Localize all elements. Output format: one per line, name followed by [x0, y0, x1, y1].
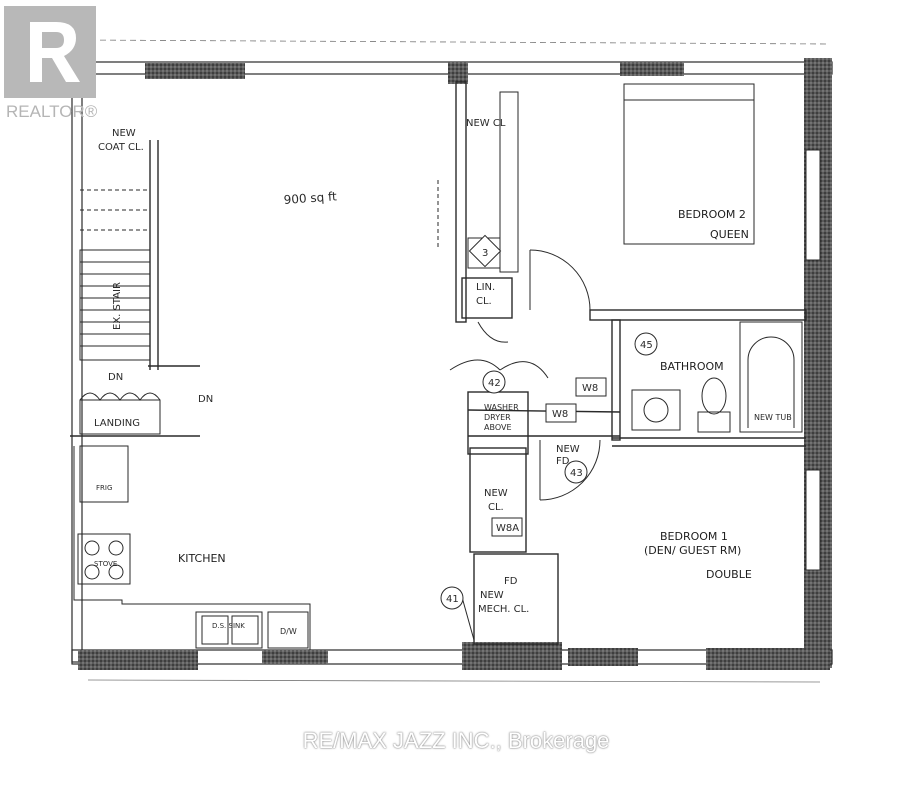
tag-45 [634, 332, 658, 356]
mech-cl-2: MECH. CL. [478, 604, 529, 615]
stove-label: STOVE [94, 560, 117, 568]
tag-3-text: 3 [482, 248, 488, 259]
realtor-logo [0, 0, 100, 124]
landing-label: LANDING [94, 418, 140, 429]
stairs [79, 189, 161, 435]
new-cl-mid-1: NEW [484, 488, 508, 499]
tag-w8-b: W8 [552, 409, 568, 420]
tag-41 [440, 586, 464, 610]
tags [440, 234, 658, 610]
dn-label-1: DN [108, 372, 123, 383]
sink-label: D.S. SINK [212, 622, 245, 630]
realtor-wordmark: REALTOR® [6, 102, 98, 121]
bathroom-label: BATHROOM [660, 360, 724, 373]
lin-cl-1: LIN. [476, 282, 495, 293]
dn-label-2: DN [198, 394, 213, 405]
bedroom2-bed [623, 83, 755, 245]
tag-w8-a: W8 [582, 383, 598, 394]
tag-41-text: 41 [446, 594, 459, 605]
tag-3 [468, 234, 502, 268]
dw-label: D/W [280, 627, 297, 636]
new-cl-mid-2: CL. [488, 502, 504, 513]
washer-2: DRYER [484, 413, 511, 422]
new-fd-1: NEW [556, 444, 580, 455]
bathroom-fixtures [631, 321, 803, 433]
tag-42-text: 42 [488, 378, 501, 389]
tag-42 [482, 370, 506, 394]
area-note: 900 sq ft [283, 189, 337, 207]
labels: 900 sq ft BEDROOM 2 QUEEN BEDROOM 1 (DEN… [94, 118, 792, 636]
new-cl-top: NEW CL [466, 118, 506, 129]
bedroom2-bed: QUEEN [710, 228, 749, 241]
tag-43 [564, 460, 588, 484]
brokerage-watermark: RE/MAX JAZZ INC., Brokerage [302, 728, 610, 753]
tag-43-text: 43 [570, 468, 583, 479]
ex-stair-label: EX. STAIR [112, 282, 123, 330]
bedroom1-sub: (DEN/ GUEST RM) [644, 544, 741, 557]
new-tub-label: NEW TUB [754, 413, 792, 422]
exterior-walls [71, 39, 833, 683]
coat-cl-1: NEW [112, 128, 136, 139]
fridge-label: FRIG [96, 484, 112, 492]
coat-cl-2: COAT CL. [98, 142, 144, 153]
tag-45-text: 45 [640, 340, 653, 351]
realtor-logo-mark [4, 6, 96, 98]
bedroom2-name: BEDROOM 2 [678, 208, 746, 221]
lin-cl-2: CL. [476, 296, 492, 307]
washer-1: WASHER [484, 403, 519, 412]
tag-w8a: W8A [496, 523, 519, 534]
washer-3: ABOVE [484, 423, 512, 432]
kitchen-fixtures [73, 445, 311, 650]
new-fd-2: FD [556, 456, 570, 467]
fd-label: FD [504, 576, 518, 587]
kitchen-label: KITCHEN [178, 552, 226, 565]
bedroom1-name: BEDROOM 1 [660, 530, 728, 543]
mech-cl-1: NEW [480, 590, 504, 601]
bedroom1-bed: DOUBLE [706, 568, 752, 581]
